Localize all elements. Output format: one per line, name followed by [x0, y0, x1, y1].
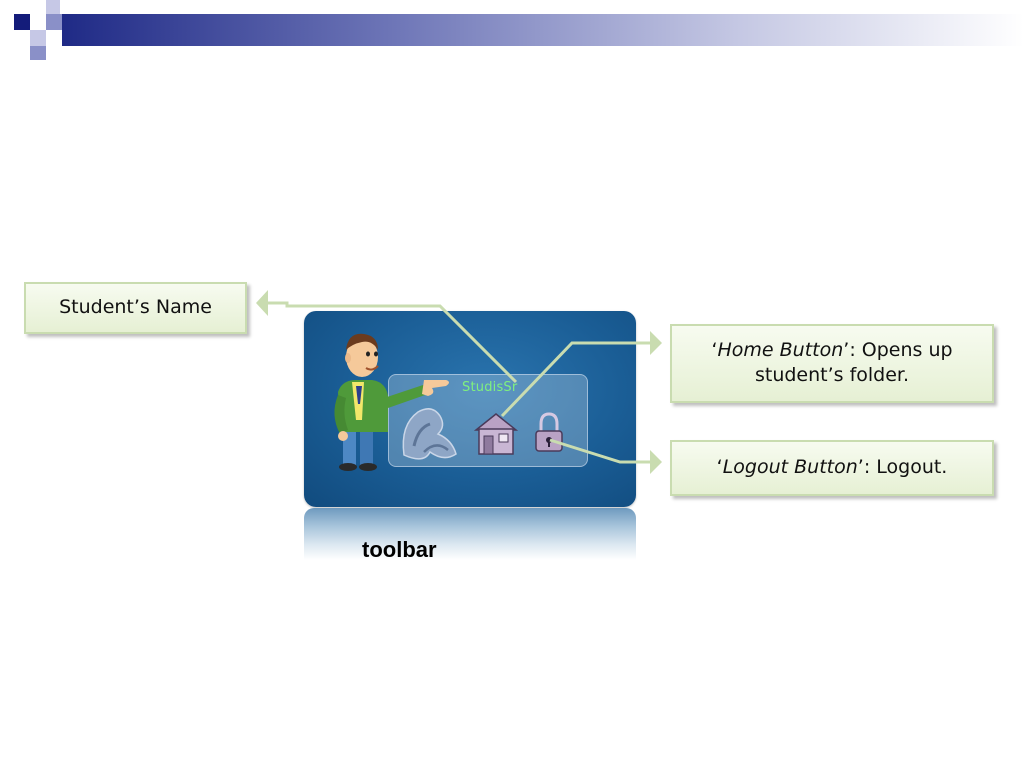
connector-lines — [262, 301, 652, 464]
callout-student-name: Student’s Name — [24, 282, 247, 334]
callout-student-name-label: Student’s Name — [59, 296, 212, 318]
callout-logout-button-term: Logout Button — [722, 456, 858, 478]
lock-icon — [535, 412, 563, 452]
header-square — [30, 2, 46, 18]
callout-home-button-rest: : Opens up — [849, 339, 953, 361]
toolbar-reflection — [304, 508, 636, 560]
arrow-student-name — [256, 290, 268, 316]
home-icon — [473, 413, 519, 455]
cartoon-teacher-icon — [334, 333, 449, 471]
arrow-logout-button — [650, 450, 662, 474]
quote-close: ’ — [843, 339, 850, 361]
connector-home-button — [500, 341, 652, 418]
quote-open: ‘ — [716, 456, 723, 478]
header-square — [46, 0, 60, 14]
callout-home-button: ‘Home Button’: Opens up student’s folder… — [670, 324, 994, 403]
callout-home-button-term: Home Button — [717, 339, 844, 361]
connector-logout-button — [549, 438, 652, 464]
connector-student-name — [262, 301, 518, 384]
header-gradient-bar — [62, 14, 1024, 46]
connector-arrows — [256, 290, 662, 474]
header-square — [30, 30, 46, 46]
student-name-text: StudisSr — [462, 380, 518, 395]
header-square — [14, 14, 30, 30]
callout-home-button-line1: ‘Home Button’: Opens up — [672, 338, 992, 363]
avatar-icon — [402, 408, 457, 460]
callout-logout-button-rest: : Logout. — [863, 456, 948, 478]
header-square — [46, 14, 62, 30]
quote-close: ’ — [857, 456, 864, 478]
callout-home-button-line2: student’s folder. — [754, 364, 910, 386]
arrow-home-button — [650, 331, 662, 355]
header-square — [30, 46, 46, 60]
callout-logout-button: ‘Logout Button’: Logout. — [670, 440, 994, 496]
quote-open: ‘ — [711, 339, 718, 361]
toolbar-caption: toolbar — [362, 537, 437, 562]
